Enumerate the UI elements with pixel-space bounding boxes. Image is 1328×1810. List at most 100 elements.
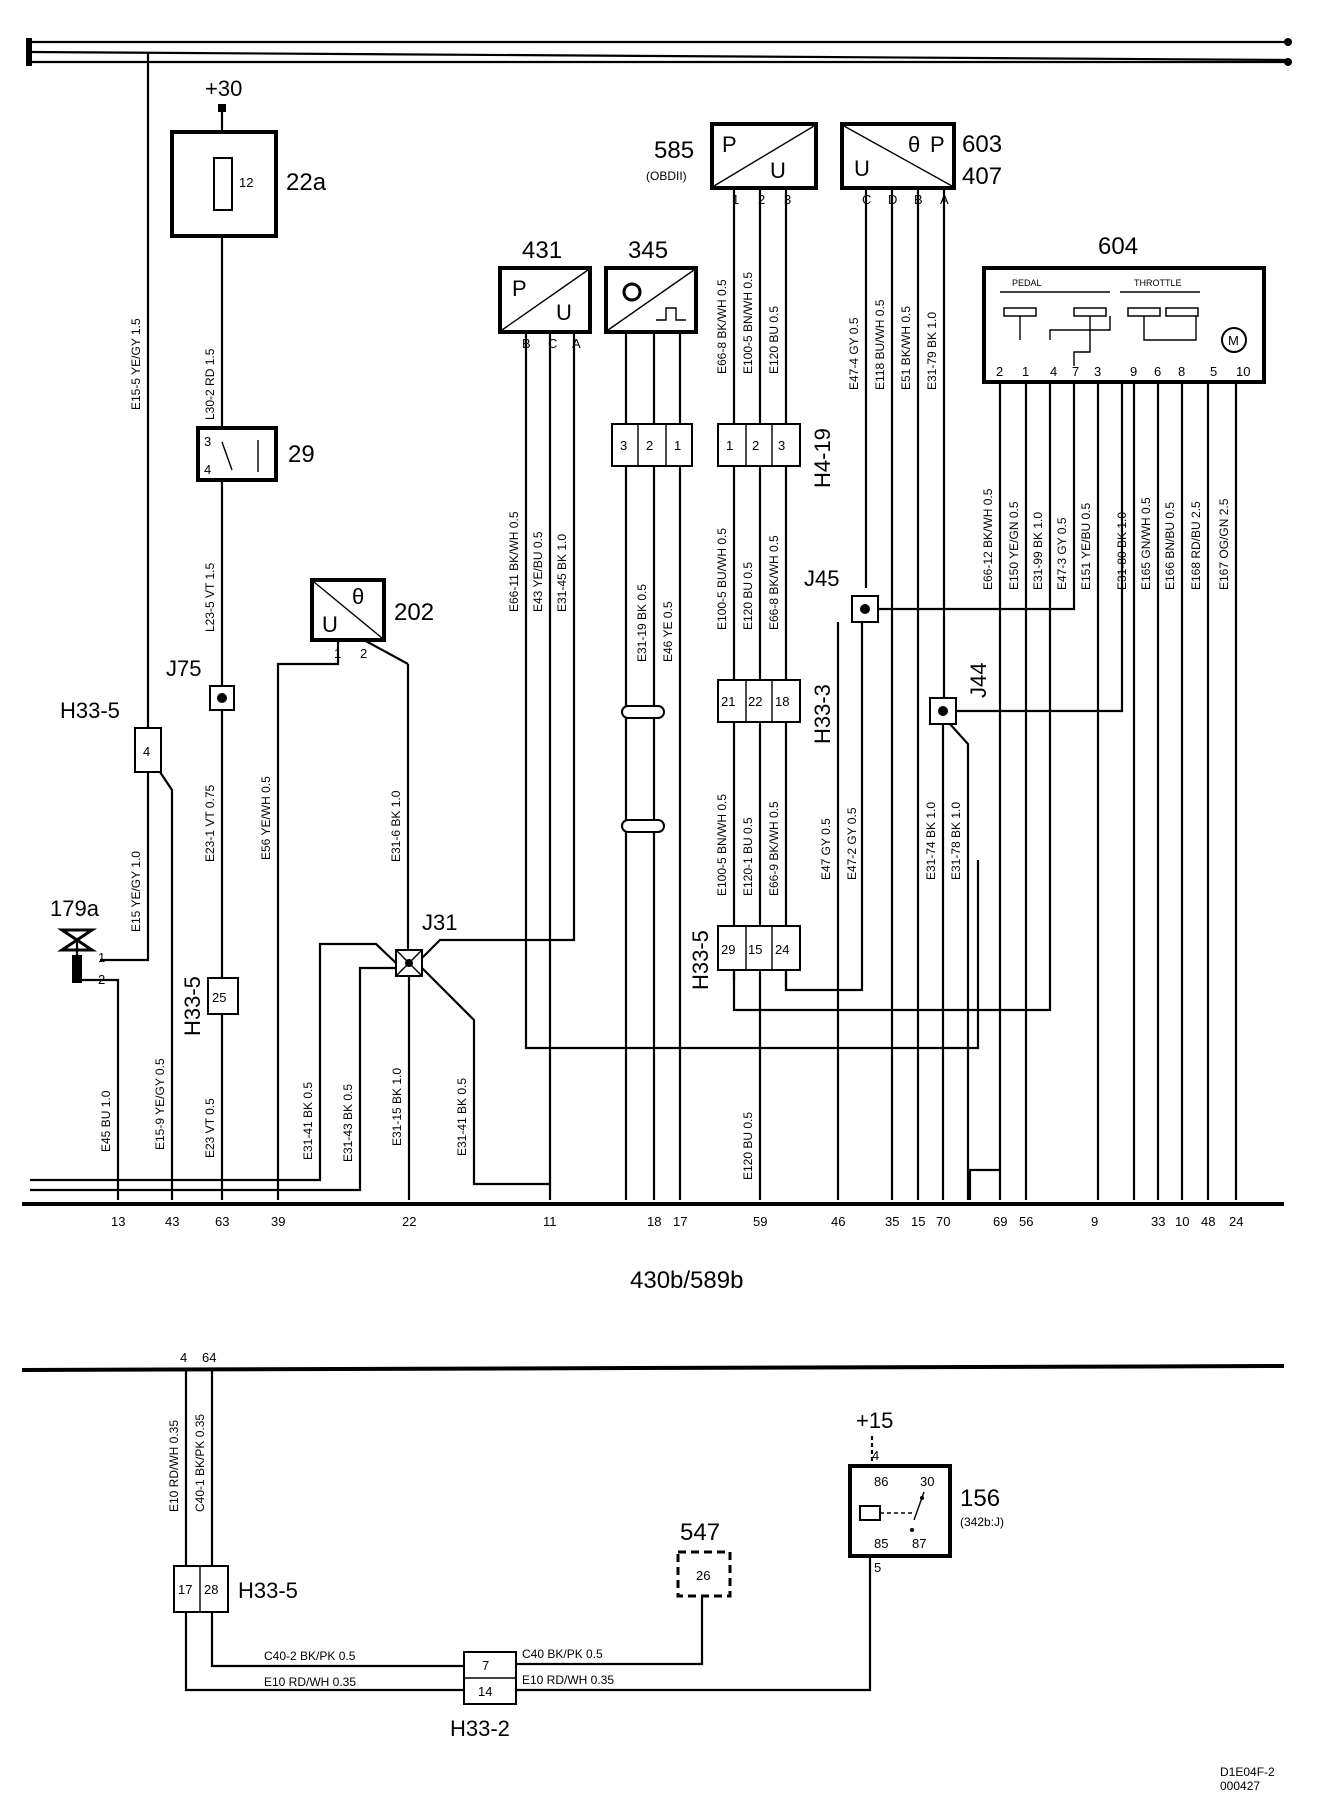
gear-icon bbox=[622, 282, 642, 302]
bus-pin-label: 24 bbox=[1229, 1214, 1243, 1229]
bus-pin-label: 10 bbox=[1175, 1214, 1189, 1229]
svg-text:E167 OG/GN 2.5: E167 OG/GN 2.5 bbox=[1217, 498, 1231, 590]
svg-text:A: A bbox=[572, 336, 581, 351]
bus-pin-label: 17 bbox=[673, 1214, 687, 1229]
connector-h33-5-25: 25 H33-5 bbox=[180, 976, 239, 1036]
svg-text:407: 407 bbox=[962, 163, 1002, 190]
svg-text:85: 85 bbox=[874, 1536, 888, 1551]
footer-code: D1E04F-2 000427 bbox=[1220, 1765, 1275, 1793]
svg-text:18: 18 bbox=[775, 694, 789, 709]
svg-text:D1E04F-2: D1E04F-2 bbox=[1220, 1765, 1275, 1779]
svg-text:E23 VT 0.5: E23 VT 0.5 bbox=[203, 1098, 217, 1158]
svg-text:E66-8 BK/WH 0.5: E66-8 BK/WH 0.5 bbox=[767, 535, 781, 630]
svg-text:21: 21 bbox=[721, 694, 735, 709]
svg-text:4: 4 bbox=[143, 744, 150, 759]
svg-text:E47-4 GY 0.5: E47-4 GY 0.5 bbox=[847, 317, 861, 390]
svg-text:1: 1 bbox=[98, 950, 105, 965]
connector-h33-2: 7 14 H33-2 bbox=[450, 1651, 517, 1741]
svg-text:J45: J45 bbox=[804, 566, 839, 591]
svg-text:8: 8 bbox=[1178, 364, 1185, 379]
bus-pin-label: 48 bbox=[1201, 1214, 1215, 1229]
svg-text:E166 BN/BU 0.5: E166 BN/BU 0.5 bbox=[1163, 502, 1177, 590]
svg-text:6: 6 bbox=[1154, 364, 1161, 379]
svg-text:E31-6 BK 1.0: E31-6 BK 1.0 bbox=[389, 790, 403, 862]
bus-pin-label: 11 bbox=[543, 1214, 557, 1229]
svg-text:U: U bbox=[322, 612, 338, 637]
connector-h4-19: 1 2 3 H4-19 bbox=[717, 423, 835, 488]
connector-h33-3: 21 22 18 H33-3 bbox=[717, 679, 835, 744]
svg-text:E56 YE/WH 0.5: E56 YE/WH 0.5 bbox=[259, 776, 273, 860]
svg-text:H33-5: H33-5 bbox=[180, 976, 205, 1036]
svg-text:H33-3: H33-3 bbox=[810, 684, 835, 744]
svg-text:2: 2 bbox=[758, 192, 765, 207]
svg-text:U: U bbox=[556, 300, 572, 325]
svg-text:3: 3 bbox=[784, 192, 791, 207]
svg-text:E31-19 BK 0.5: E31-19 BK 0.5 bbox=[635, 584, 649, 662]
svg-text:H33-5: H33-5 bbox=[688, 930, 713, 990]
plus30-label: +30 bbox=[205, 76, 242, 101]
svg-text:E66-11 BK/WH 0.5: E66-11 BK/WH 0.5 bbox=[507, 511, 521, 612]
label-22a: 22a bbox=[286, 169, 327, 196]
junction-j44: J44 bbox=[929, 663, 991, 725]
svg-text:E51 BK/WH 0.5: E51 BK/WH 0.5 bbox=[899, 306, 913, 390]
svg-text:1: 1 bbox=[732, 192, 739, 207]
svg-text:2: 2 bbox=[360, 646, 367, 661]
svg-text:E150 YE/GN 0.5: E150 YE/GN 0.5 bbox=[1007, 501, 1021, 590]
svg-text:E47 GY 0.5: E47 GY 0.5 bbox=[819, 818, 833, 880]
bus-pin-label: 35 bbox=[885, 1214, 899, 1229]
sensor-202: U θ 202 1 2 bbox=[310, 578, 434, 661]
bus-pin-label: 43 bbox=[165, 1214, 179, 1229]
svg-text:(OBDII): (OBDII) bbox=[646, 169, 687, 183]
svg-text:30: 30 bbox=[920, 1474, 934, 1489]
svg-text:1: 1 bbox=[1022, 364, 1029, 379]
svg-text:E100-5 BU/WH 0.5: E100-5 BU/WH 0.5 bbox=[715, 528, 729, 630]
svg-text:C40-1 BK/PK 0.35: C40-1 BK/PK 0.35 bbox=[193, 1414, 207, 1512]
svg-text:E43 YE/BU 0.5: E43 YE/BU 0.5 bbox=[531, 531, 545, 612]
svg-text:H33-2: H33-2 bbox=[450, 1716, 510, 1741]
svg-text:E46 YE 0.5: E46 YE 0.5 bbox=[661, 601, 675, 662]
svg-text:1: 1 bbox=[674, 438, 681, 453]
svg-text:430b/589b: 430b/589b bbox=[630, 1267, 743, 1294]
svg-text:29: 29 bbox=[721, 942, 735, 957]
svg-text:3: 3 bbox=[204, 434, 211, 449]
svg-text:C: C bbox=[548, 336, 557, 351]
svg-text:87: 87 bbox=[912, 1536, 926, 1551]
svg-text:H33-5: H33-5 bbox=[60, 698, 120, 723]
svg-text:THROTTLE: THROTTLE bbox=[1134, 278, 1182, 288]
svg-text:4: 4 bbox=[872, 1448, 879, 1463]
svg-text:E66-9 BK/WH 0.5: E66-9 BK/WH 0.5 bbox=[767, 801, 781, 896]
svg-text:603: 603 bbox=[962, 131, 1002, 158]
svg-text:E23-1 VT 0.75: E23-1 VT 0.75 bbox=[203, 785, 217, 862]
svg-text:U: U bbox=[770, 158, 786, 183]
wire-label: L30-2 RD 1.5 bbox=[203, 348, 217, 420]
svg-text:E120 BU 0.5: E120 BU 0.5 bbox=[741, 1112, 755, 1180]
svg-text:26: 26 bbox=[696, 1568, 710, 1583]
svg-text:2: 2 bbox=[752, 438, 759, 453]
svg-text:E31-74 BK 1.0: E31-74 BK 1.0 bbox=[924, 802, 938, 880]
svg-text:E31-45 BK 1.0: E31-45 BK 1.0 bbox=[555, 534, 569, 612]
svg-text:7: 7 bbox=[482, 1658, 489, 1673]
svg-text:L23-5 VT 1.5: L23-5 VT 1.5 bbox=[203, 563, 217, 632]
svg-text:25: 25 bbox=[212, 990, 226, 1005]
svg-text:PEDAL: PEDAL bbox=[1012, 278, 1042, 288]
svg-text:E31-41 BK 0.5: E31-41 BK 0.5 bbox=[455, 1078, 469, 1156]
svg-text:179a: 179a bbox=[50, 896, 100, 921]
sensor-603-407: U θ P 603 407 C D B A bbox=[840, 122, 1002, 207]
fuse-number: 12 bbox=[239, 175, 253, 190]
svg-text:E168 RD/BU 2.5: E168 RD/BU 2.5 bbox=[1189, 501, 1203, 590]
top-rails bbox=[26, 38, 1292, 66]
svg-text:E66-12 BK/WH 0.5: E66-12 BK/WH 0.5 bbox=[981, 488, 995, 590]
svg-text:14: 14 bbox=[478, 1684, 492, 1699]
label-29: 29 bbox=[288, 441, 315, 468]
svg-text:C40 BK/PK 0.5: C40 BK/PK 0.5 bbox=[522, 1647, 603, 1661]
svg-text:E165 GN/WH 0.5: E165 GN/WH 0.5 bbox=[1139, 497, 1153, 590]
bus-pin-label: 59 bbox=[753, 1214, 767, 1229]
svg-text:E15-5 YE/GY 1.5: E15-5 YE/GY 1.5 bbox=[129, 318, 143, 410]
valve-179a: 179a 1 2 bbox=[50, 896, 105, 987]
svg-text:P: P bbox=[930, 132, 945, 157]
svg-text:E100-5 BN/WH 0.5: E100-5 BN/WH 0.5 bbox=[715, 794, 729, 896]
svg-text:10: 10 bbox=[1236, 364, 1250, 379]
bus-pin-label: 70 bbox=[936, 1214, 950, 1229]
bus-pin-label: 56 bbox=[1019, 1214, 1033, 1229]
